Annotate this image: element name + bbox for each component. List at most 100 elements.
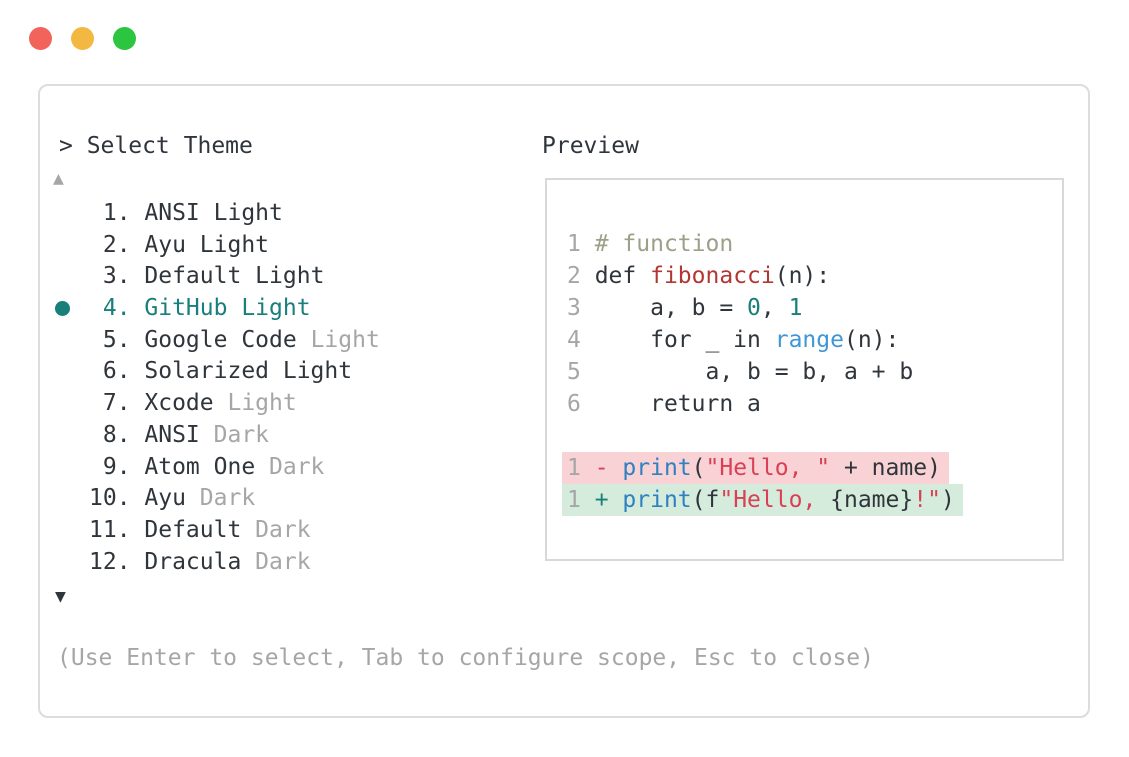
- code-token: print: [622, 487, 692, 513]
- code-token: a, b =: [580, 295, 748, 321]
- theme-name: Ayu: [144, 231, 186, 258]
- code-token: def: [580, 263, 651, 289]
- theme-name: Default: [144, 263, 242, 290]
- theme-variant: Light: [185, 231, 270, 258]
- theme-number: 11.: [89, 516, 145, 543]
- scroll-up-icon[interactable]: ▲: [53, 168, 64, 189]
- theme-variant: Dark: [241, 516, 311, 543]
- code-line: 6 return a: [567, 388, 963, 420]
- code-token: (n):: [774, 263, 831, 289]
- code-line: 5 a, b = b, a + b: [567, 356, 963, 388]
- code-line: 1 # function: [567, 228, 963, 260]
- theme-name: Xcode: [144, 390, 214, 417]
- code-token: return a: [580, 391, 761, 417]
- code-token: 1: [788, 295, 803, 321]
- theme-number: 9.: [89, 453, 145, 480]
- theme-list: 1. ANSI Light 2. Ayu Light 3. Default Li…: [55, 198, 380, 579]
- theme-variant: Light: [241, 263, 325, 290]
- theme-variant: Light: [296, 326, 380, 353]
- code-token: (: [691, 455, 706, 481]
- code-token: !": [913, 487, 941, 513]
- code-token: ,: [760, 295, 789, 321]
- help-text: (Use Enter to select, Tab to configure s…: [57, 645, 874, 671]
- theme-name: Solarized: [144, 358, 270, 385]
- theme-variant: Dark: [255, 453, 325, 480]
- theme-picker-panel: > Select Theme Preview ▲ 1. ANSI Light 2…: [38, 84, 1090, 718]
- line-number: 1: [567, 231, 581, 257]
- theme-variant: Light: [213, 390, 297, 417]
- close-button[interactable]: [29, 27, 52, 50]
- code-token: # function: [580, 231, 734, 257]
- theme-option-github-light[interactable]: 4. GitHub Light: [55, 293, 380, 325]
- code-line: 1 - print("Hello, " + name): [562, 452, 963, 484]
- theme-variant: Light: [269, 358, 353, 385]
- theme-number: 1.: [89, 200, 145, 226]
- scroll-down-icon[interactable]: ▼: [55, 586, 66, 607]
- theme-name: Ayu: [144, 485, 186, 512]
- theme-number: 6.: [89, 358, 145, 385]
- code-token: -: [580, 455, 623, 481]
- line-number: 3: [567, 295, 581, 321]
- code-token: "Hello, ": [705, 455, 831, 481]
- line-number: 6: [567, 391, 581, 417]
- theme-name: Default: [144, 516, 242, 543]
- theme-variant: Dark: [185, 485, 256, 512]
- theme-number: 12.: [89, 548, 145, 575]
- theme-option-ayu-dark[interactable]: 10. Ayu Dark: [89, 483, 380, 515]
- theme-number: 4.: [89, 295, 145, 322]
- code-line: 3 a, b = 0, 1: [567, 292, 963, 324]
- theme-number: 5.: [89, 326, 145, 353]
- theme-name: GitHub: [144, 295, 228, 322]
- code-token: ): [940, 487, 955, 513]
- code-token: +: [580, 487, 623, 513]
- maximize-button[interactable]: [113, 27, 136, 50]
- theme-option-ayu-light[interactable]: 2. Ayu Light: [89, 230, 380, 262]
- code-token: "Hello,: [719, 487, 831, 513]
- code-line: [567, 420, 963, 452]
- theme-name: Dracula: [144, 548, 242, 575]
- window-controls: [29, 27, 136, 50]
- code-token: range: [774, 327, 844, 353]
- theme-option-google-code-light[interactable]: 5. Google Code Light: [89, 325, 380, 357]
- theme-name: ANSI: [144, 200, 200, 226]
- theme-variant: Light: [199, 200, 283, 226]
- theme-variant: Dark: [199, 421, 270, 448]
- theme-option-dracula-dark[interactable]: 12. Dracula Dark: [89, 547, 380, 579]
- theme-variant: Light: [227, 295, 311, 322]
- theme-number: 7.: [89, 390, 145, 417]
- theme-option-atom-one-dark[interactable]: 9. Atom One Dark: [89, 452, 380, 484]
- theme-number: 2.: [89, 231, 145, 258]
- selected-bullet-icon: [55, 301, 70, 317]
- code-token: 0: [747, 295, 761, 321]
- code-line: 1 + print(f"Hello, {name}!"): [562, 484, 963, 516]
- theme-number: 8.: [89, 421, 145, 448]
- theme-option-ansi-light[interactable]: 1. ANSI Light: [89, 198, 380, 230]
- code-token: fibonacci: [650, 263, 775, 289]
- theme-option-xcode-light[interactable]: 7. Xcode Light: [89, 388, 380, 420]
- code-token: + name): [830, 455, 941, 481]
- code-token: (f: [691, 487, 720, 513]
- theme-number: 3.: [89, 263, 145, 290]
- line-number: 5: [567, 359, 581, 385]
- code-token: for _ in: [580, 327, 775, 353]
- theme-option-default-light[interactable]: 3. Default Light: [89, 261, 380, 293]
- theme-name: ANSI: [144, 421, 200, 448]
- line-number: 1: [567, 455, 581, 481]
- theme-option-solarized-light[interactable]: 6. Solarized Light: [89, 356, 380, 388]
- theme-name: Google Code: [144, 326, 297, 353]
- preview-label: Preview: [542, 133, 639, 159]
- line-number: 2: [567, 263, 581, 289]
- line-number: 4: [567, 327, 581, 353]
- minimize-button[interactable]: [71, 27, 94, 50]
- theme-number: 10.: [89, 485, 145, 512]
- line-number: 1: [567, 487, 581, 513]
- code-token: (n):: [843, 327, 900, 353]
- picker-prompt: > Select Theme: [59, 133, 253, 159]
- theme-option-default-dark[interactable]: 11. Default Dark: [89, 515, 380, 547]
- theme-variant: Dark: [241, 548, 311, 575]
- code-token: print: [622, 455, 692, 481]
- theme-option-ansi-dark[interactable]: 8. ANSI Dark: [89, 420, 380, 452]
